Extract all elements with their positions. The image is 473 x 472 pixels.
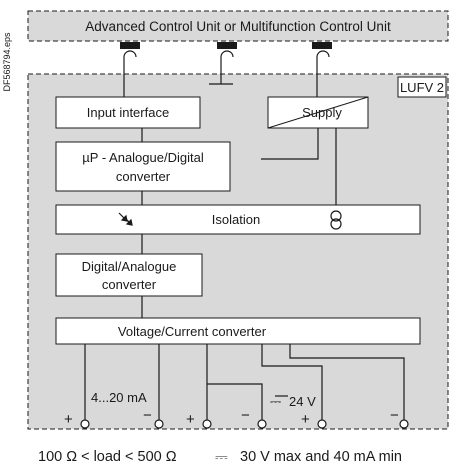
- transformer-icon: [330, 210, 342, 230]
- terminal-1: [80, 419, 90, 429]
- terminal-4: [257, 419, 267, 429]
- ad-converter-label-2: converter: [116, 169, 171, 184]
- control-unit-label: Advanced Control Unit or Multifunction C…: [85, 19, 391, 34]
- terminal-5-sign: +: [301, 411, 310, 428]
- connector-right: [312, 42, 332, 49]
- isolation-label: Isolation: [212, 212, 260, 227]
- voltage-current-block: [55, 317, 421, 345]
- supply-diagonal: [267, 96, 369, 129]
- terminal-5: [317, 419, 327, 429]
- current-range-label: 4...20 mA: [91, 390, 147, 405]
- module-label: LUFV 2: [400, 80, 444, 95]
- terminal-6-sign: −: [390, 407, 399, 424]
- da-converter-label-1: Digital/Analogue: [82, 259, 177, 274]
- dc-symbol-24v: ⎓: [270, 393, 281, 409]
- terminal-3: [202, 419, 212, 429]
- cable-hooks: [123, 50, 330, 68]
- connector-left: [120, 42, 140, 49]
- supply-label: Supply: [302, 105, 342, 120]
- isolation-block: [55, 204, 421, 235]
- da-converter-label-2: converter: [102, 277, 157, 292]
- da-converter-block: [55, 253, 203, 297]
- terminal-3-sign: +: [186, 411, 195, 428]
- connector-middle: [217, 42, 237, 49]
- terminal-4-sign: −: [241, 407, 250, 424]
- module-panel: [27, 73, 449, 430]
- terminal-2: [154, 419, 164, 429]
- terminal-2-sign: −: [143, 407, 152, 424]
- wires: [84, 68, 405, 420]
- input-interface-block: [55, 96, 201, 129]
- terminal-1-sign: +: [64, 411, 73, 428]
- load-condition: 100 Ω < load < 500 Ω: [38, 449, 177, 465]
- input-interface-label: Input interface: [87, 105, 169, 120]
- voltage-current-label: Voltage/Current converter: [118, 324, 267, 339]
- side-code: DF568794.eps: [2, 32, 12, 92]
- supply-spec: 30 V max and 40 mA min: [240, 449, 402, 465]
- dc-supply-label: 24 V: [289, 394, 316, 409]
- output-terminals: [80, 419, 409, 429]
- optocoupler-icon: [118, 212, 133, 226]
- ad-converter-block: [55, 141, 231, 192]
- footer-dc-symbol: ⎓: [215, 449, 228, 466]
- control-unit-box: [27, 10, 449, 42]
- ad-converter-label-1: µP - Analogue/Digital: [82, 150, 204, 165]
- module-label-box: [397, 76, 447, 98]
- terminal-6: [399, 419, 409, 429]
